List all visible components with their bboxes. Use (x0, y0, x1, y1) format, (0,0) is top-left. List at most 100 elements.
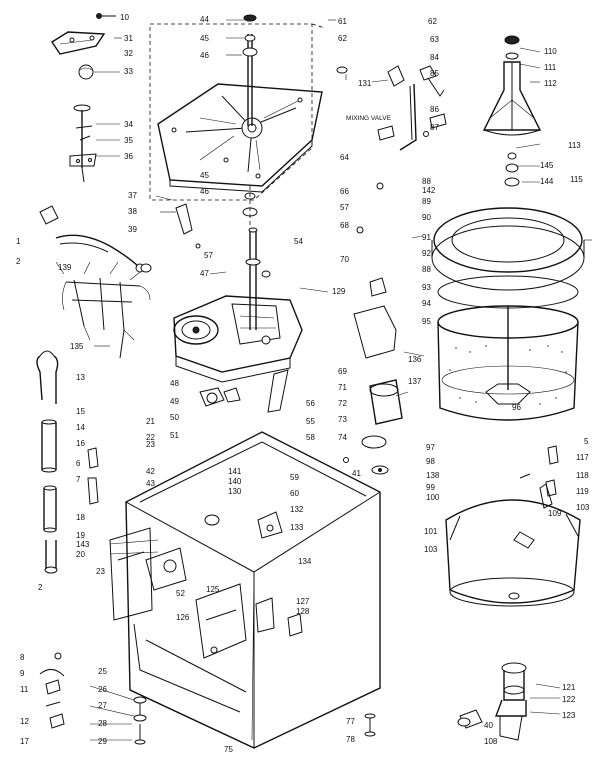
callout-94: 94 (422, 299, 431, 308)
callout-5: 5 (584, 437, 589, 446)
callout-88-top: 88 (422, 177, 431, 186)
callout-14: 14 (76, 423, 85, 432)
callout-100: 100 (426, 493, 440, 502)
callout-66: 66 (340, 187, 349, 196)
callout-52: 52 (176, 589, 185, 598)
outer-tub (445, 483, 581, 607)
callout-32: 32 (124, 49, 133, 58)
callout-34: 34 (124, 120, 133, 129)
part-group-lower-left (39, 652, 65, 729)
callout-89: 89 (422, 197, 431, 206)
callout-28: 28 (98, 719, 107, 728)
washer-cabinet (109, 431, 381, 749)
callout-72: 72 (338, 399, 347, 408)
mounting-plate-assembly (149, 14, 326, 240)
callout-48: 48 (170, 379, 179, 388)
callout-95: 95 (422, 317, 431, 326)
callout-26: 26 (98, 685, 107, 694)
callout-43: 43 (146, 479, 155, 488)
callout-145: 145 (540, 161, 554, 170)
callout-40: 40 (484, 721, 493, 730)
callout-55: 55 (306, 417, 315, 426)
part-group-top-left (51, 13, 116, 183)
callout-130: 130 (228, 487, 242, 496)
callout-109: 109 (548, 509, 562, 518)
callout-85: 85 (430, 69, 439, 78)
callout-132: 132 (290, 505, 304, 514)
callout-138: 138 (426, 471, 440, 480)
callout-140: 140 (228, 477, 242, 486)
callout-88-bottom: 88 (422, 265, 431, 274)
callout-74: 74 (338, 433, 347, 442)
callout-33: 33 (124, 67, 133, 76)
callout-75: 75 (224, 745, 233, 754)
callout-12: 12 (20, 717, 29, 726)
callout-64: 64 (340, 153, 349, 162)
callout-128: 128 (296, 607, 310, 616)
callout-101: 101 (424, 527, 438, 536)
callout-122: 122 (562, 695, 576, 704)
callout-37: 37 (128, 191, 137, 200)
callout-39: 39 (128, 225, 137, 234)
callout-115: 115 (570, 175, 583, 184)
leader-lines (89, 19, 592, 741)
callout-16: 16 (76, 439, 85, 448)
callout-90: 90 (422, 213, 431, 222)
callout-9: 9 (20, 669, 25, 678)
callout-103-right: 103 (576, 503, 590, 512)
callout-62-right: 62 (428, 17, 437, 26)
callout-99: 99 (426, 483, 435, 492)
callout-87: 87 (430, 123, 439, 132)
transmission-assembly (173, 203, 303, 413)
callout-73: 73 (338, 415, 347, 424)
callout-111: 111 (544, 63, 557, 72)
callout-131: 131 (358, 79, 372, 88)
mixing-valve-label: MIXING VALVE (346, 115, 392, 122)
callout-92: 92 (422, 249, 431, 258)
callout-22: 22 (146, 433, 155, 442)
callout-98: 98 (426, 457, 435, 466)
callout-113: 113 (568, 141, 581, 150)
callout-71: 71 (338, 383, 347, 392)
callout-123: 123 (562, 711, 576, 720)
callout-labels: 10 31 32 33 34 35 36 44 45 46 61 62 62 6… (16, 13, 590, 754)
callout-96: 96 (512, 403, 521, 412)
callout-35: 35 (124, 136, 133, 145)
callout-41: 41 (352, 469, 361, 478)
callout-1: 1 (16, 237, 21, 246)
callout-59: 59 (290, 473, 299, 482)
callout-56: 56 (306, 399, 315, 408)
callout-119: 119 (576, 487, 589, 496)
part-group-upper-center (336, 65, 447, 234)
wiring-harness (39, 205, 152, 359)
callout-97: 97 (426, 443, 435, 452)
callout-134: 134 (298, 557, 312, 566)
callout-118: 118 (576, 471, 589, 480)
drain-hose-parts (36, 350, 99, 574)
callout-20: 20 (76, 550, 85, 559)
callout-126: 126 (176, 613, 190, 622)
callout-133: 133 (290, 523, 304, 532)
callout-21: 21 (146, 417, 155, 426)
callout-139: 139 (58, 263, 72, 272)
callout-63-top: 63 (430, 35, 439, 44)
callout-27: 27 (98, 701, 107, 710)
callout-47: 47 (200, 269, 209, 278)
callout-31: 31 (124, 34, 133, 43)
callout-84: 84 (430, 53, 439, 62)
callout-18: 18 (76, 513, 85, 522)
callout-61: 61 (338, 17, 347, 26)
callout-23-center: 23 (146, 440, 155, 449)
callout-23-left: 23 (96, 567, 105, 576)
callout-25: 25 (98, 667, 107, 676)
callout-125: 125 (206, 585, 220, 594)
callout-93: 93 (422, 283, 431, 292)
callout-129: 129 (332, 287, 346, 296)
part-group-right-middle (519, 445, 559, 497)
callout-58: 58 (306, 433, 315, 442)
motor-assembly (343, 277, 403, 475)
callout-68: 68 (340, 221, 349, 230)
callout-142: 142 (422, 186, 436, 195)
agitator-assembly (482, 35, 542, 187)
